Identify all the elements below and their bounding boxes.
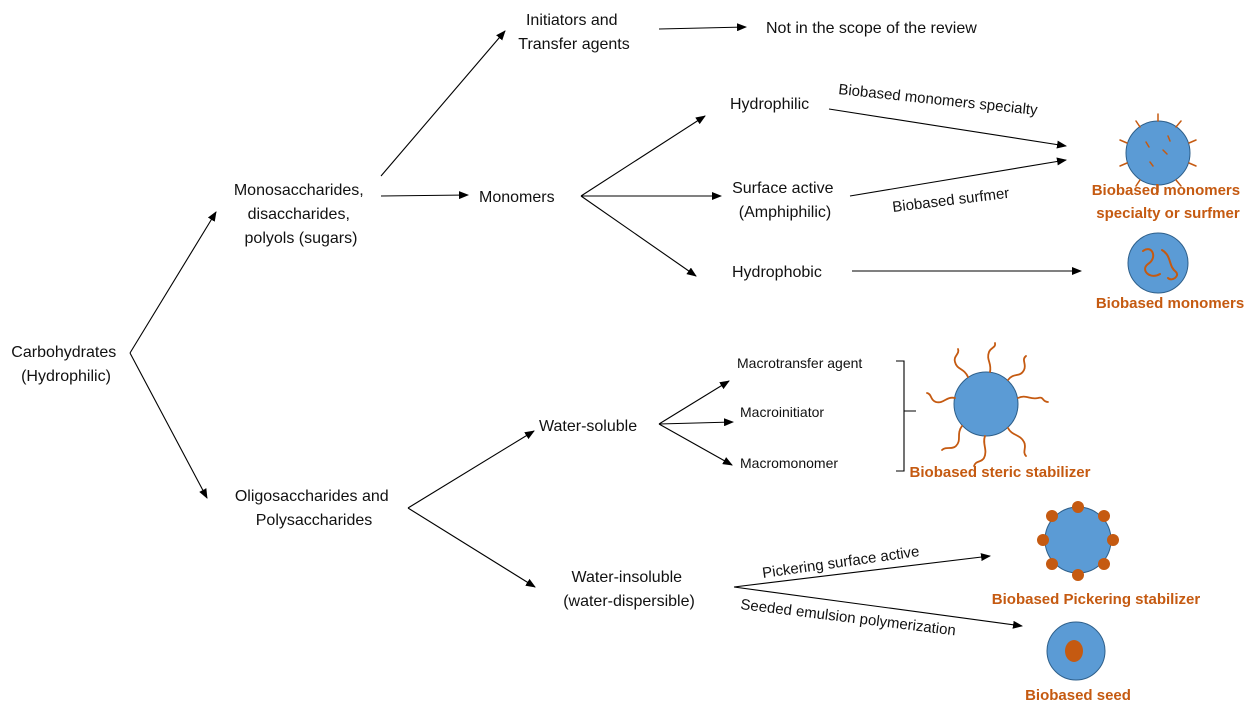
node-oligosaccharides: Oligosaccharides and Polysaccharides xyxy=(235,488,393,529)
bracket xyxy=(896,360,916,472)
arrow-oligo-to-water-soluble xyxy=(407,430,535,509)
arrow-mono-to-monomers xyxy=(380,191,469,200)
node-macromonomer: Macromonomer xyxy=(740,455,838,471)
caption-seed: Biobased seed xyxy=(1025,687,1131,704)
edge-label-surfmer: Biobased surfmer xyxy=(891,185,1010,216)
caption-steric-stabilizer: Biobased steric stabilizer xyxy=(910,464,1091,481)
node-initiators: Initiators and Transfer agents xyxy=(518,12,629,53)
node-water-soluble: Water-soluble xyxy=(539,418,637,435)
arrow-initiators-to-scope xyxy=(658,23,747,32)
arrow-carb-to-oligo xyxy=(129,352,208,499)
arrow-oligo-to-water-insoluble xyxy=(407,507,536,588)
particle-specialty xyxy=(1119,113,1197,193)
node-surface-active: Surface active (Amphiphilic) xyxy=(732,180,838,221)
node-macroinitiator: Macroinitiator xyxy=(740,404,824,420)
particle-biobased-monomers xyxy=(1127,232,1189,294)
particle-seed xyxy=(1046,621,1106,681)
node-carbohydrates: Carbohydrates (Hydrophilic) xyxy=(11,344,120,385)
arrow-soluble-to-macrotransfer xyxy=(658,380,730,425)
arrow-surface-to-particle xyxy=(849,157,1067,197)
particle-steric-stabilizer xyxy=(926,342,1049,467)
arrow-soluble-to-macromonomer xyxy=(658,423,733,466)
particle-pickering-stabilizer xyxy=(1037,501,1119,581)
arrow-insoluble-to-seeded xyxy=(733,586,1023,629)
node-hydrophilic: Hydrophilic xyxy=(730,96,809,113)
arrow-soluble-to-macroinitiator xyxy=(658,418,734,427)
caption-pickering-stabilizer: Biobased Pickering stabilizer xyxy=(992,591,1201,608)
edge-label-pickering: Pickering surface active xyxy=(761,543,920,582)
edge-label-specialty: Biobased monomers specialty xyxy=(838,81,1039,119)
arrow-hydrophilic-to-particle xyxy=(828,108,1067,149)
node-hydrophobic: Hydrophobic xyxy=(732,264,822,281)
node-labels: Carbohydrates (Hydrophilic) Monosacchari… xyxy=(11,12,977,610)
node-monomers: Monomers xyxy=(479,189,555,206)
node-water-insoluble: Water-insoluble (water-dispersible) xyxy=(563,569,695,610)
captions: Biobased monomers specialty or surfmer B… xyxy=(910,182,1245,704)
arrow-carb-to-mono xyxy=(129,211,217,354)
arrow-monomers-to-hydrophobic xyxy=(580,195,697,277)
caption-specialty-or-surfmer: Biobased monomers specialty or surfmer xyxy=(1092,182,1245,222)
arrow-insoluble-to-pickering xyxy=(733,553,991,588)
node-not-in-scope: Not in the scope of the review xyxy=(766,20,977,37)
arrow-mono-to-initiators xyxy=(380,30,506,177)
node-macrotransfer-agent: Macrotransfer agent xyxy=(737,355,862,371)
arrow-monomers-to-hydrophilic xyxy=(580,115,706,197)
caption-biobased-monomers: Biobased monomers xyxy=(1096,295,1244,312)
arrows xyxy=(129,23,1082,629)
node-monosaccharides: Monosaccharides, disaccharides, polyols … xyxy=(234,182,368,247)
